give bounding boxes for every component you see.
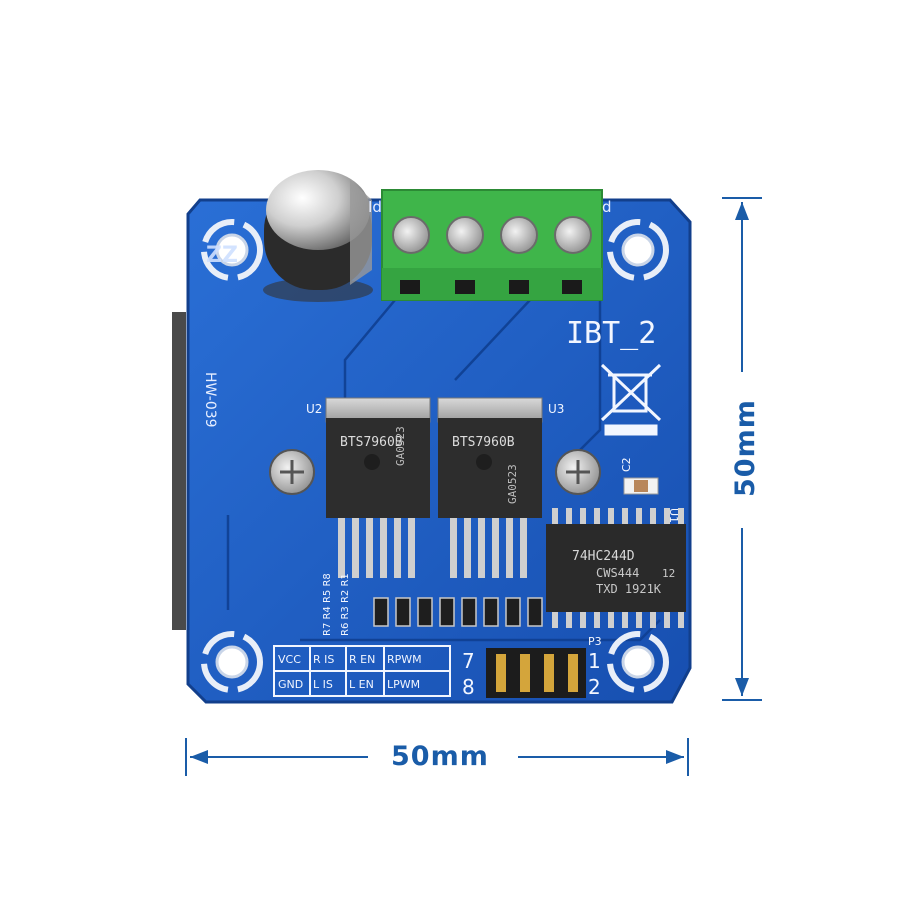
u1-chip-line3: TXD 1921K (596, 582, 662, 596)
smd-resistor-row (373, 597, 543, 627)
resistor-refs-row1: R7 R4 R5 R8 (322, 573, 333, 636)
pin-r-is-label: R IS (313, 653, 334, 666)
vertical-dimension-arrow (722, 197, 762, 701)
c2-smd-capacitor (623, 477, 659, 495)
mounting-hole-top-left (201, 219, 263, 281)
c2-ref: C2 (620, 457, 633, 472)
pin-rpwm-label: RPWM (387, 653, 422, 666)
electrolytic-capacitor (263, 170, 373, 302)
pin-r-en-label: R EN (349, 653, 375, 666)
weee-bin-icon (600, 363, 662, 436)
u1-chip-line2: CWS444 (596, 566, 639, 580)
p3-ref: P3 (588, 635, 602, 648)
u2-chip-code: GA0523 (394, 426, 407, 466)
pin-header-p3 (486, 648, 586, 698)
height-dimension-label: 50mm (730, 399, 761, 497)
mounting-hole-bottom-left (201, 631, 263, 693)
u2-chip-label: BTS7960B (340, 435, 403, 450)
pin-lpwm-label: LPWM (387, 678, 420, 691)
header-pin-7: 7 (462, 649, 475, 673)
brand-mark: ZZ (206, 243, 238, 268)
u3-ref: U3 (548, 402, 564, 416)
screw-terminal-block (381, 189, 603, 301)
header-pin-1: 1 (588, 649, 601, 673)
u1-chip-line1: 74HC244D (572, 549, 635, 564)
screw-right (555, 449, 601, 495)
u2-bts7960b-chip (325, 397, 431, 578)
pin-l-en-label: L EN (349, 678, 374, 691)
model-code: HW-039 (202, 372, 218, 428)
silkscreen-fragment-right: d (602, 198, 612, 216)
pin-label-table (273, 645, 451, 697)
u1-chip-line2b: 12 (662, 567, 675, 580)
horizontal-dimension-arrow (185, 738, 689, 776)
header-pin-8: 8 (462, 675, 475, 699)
header-pin-2: 2 (588, 675, 601, 699)
u3-chip-label: BTS7960B (452, 435, 515, 450)
u3-chip-code: GA0523 (506, 464, 519, 504)
u2-ref: U2 (306, 402, 322, 416)
resistor-refs-row2: R6 R3 R2 R1 (340, 573, 351, 636)
u1-ref: U1 (667, 508, 680, 523)
silkscreen-fragment-left: Id (368, 198, 382, 216)
pin-vcc-label: VCC (278, 653, 301, 666)
pin-l-is-label: L IS (313, 678, 333, 691)
u1-74hc244d-chip (546, 508, 686, 628)
mounting-hole-top-right (607, 219, 669, 281)
width-dimension-label: 50mm (391, 741, 489, 772)
mounting-hole-bottom-right (607, 631, 669, 693)
board-name: IBT_2 (566, 316, 656, 351)
u3-bts7960b-chip (437, 397, 543, 578)
screw-left (269, 449, 315, 495)
pin-gnd-label: GND (278, 678, 303, 691)
